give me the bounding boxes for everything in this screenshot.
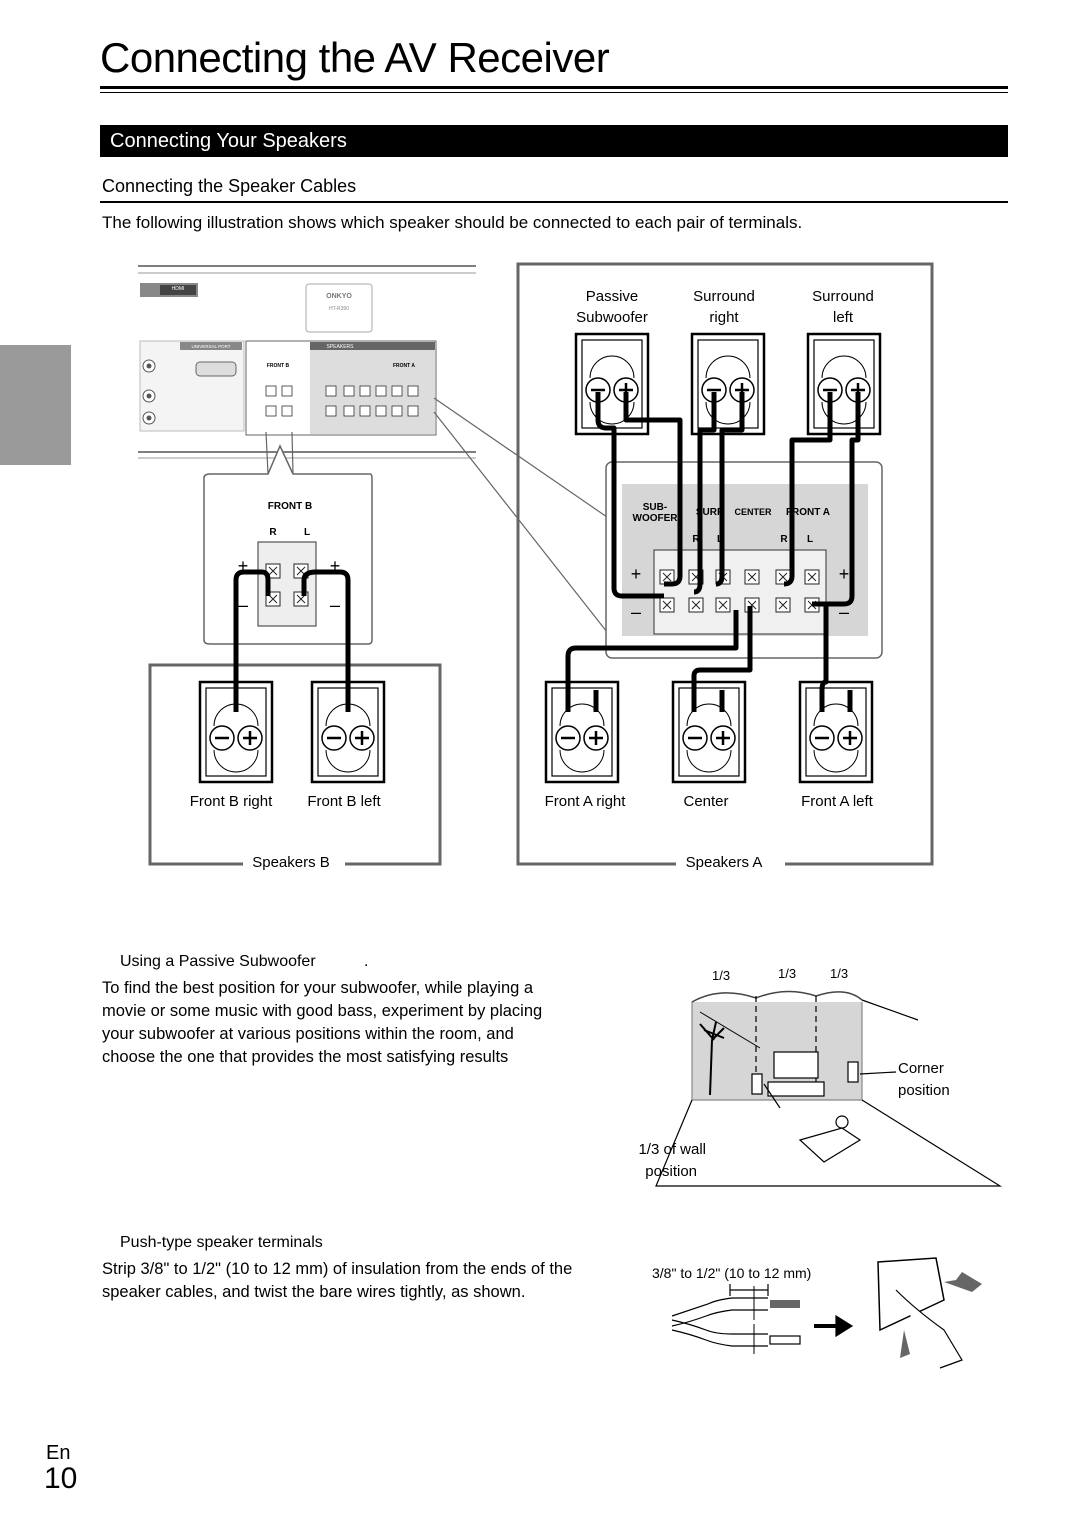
sub-label-2: WOOFER: [633, 513, 679, 524]
receiver-rear-panel: HDMI ONKYO HT-R390 UNIVERSAL PORT SPEAKE…: [138, 265, 608, 633]
center-label: CENTER: [734, 507, 772, 517]
section-bar: [100, 125, 1008, 157]
panel-minus-left: –: [631, 602, 641, 622]
front-b-minus-right: –: [330, 595, 340, 615]
surround-right-label-2: right: [709, 309, 739, 326]
subwoofer-note-line-2: movie or some music with good bass, expe…: [102, 1002, 543, 1020]
panel-plus-left: +: [631, 564, 642, 584]
language-label: En: [46, 1442, 71, 1464]
surround-left-label-2: left: [832, 309, 853, 326]
front-b-left-label: Front B left: [307, 793, 381, 810]
front-b-right-label: Front B right: [189, 793, 273, 810]
front-b-l-label: L: [304, 527, 310, 538]
surround-left-speaker: [806, 332, 882, 436]
front-b-plus-left: +: [238, 556, 249, 576]
section-title: Connecting Your Speakers: [110, 130, 347, 152]
brand-logo: ONKYO: [326, 293, 352, 300]
passive-subwoofer-label-1: Passive: [585, 288, 639, 305]
wall-position-label-1: 1/3 of wall: [638, 1141, 706, 1158]
speakers-label: SPEAKERS: [327, 344, 355, 350]
terminal-note-heading: Push-type speaker terminals: [120, 1234, 323, 1251]
subsection-title: Connecting the Speaker Cables: [102, 176, 357, 196]
surround-right-label-1: Surround: [693, 288, 755, 305]
terminal-note-line-2: speaker cables, and twist the bare wires…: [102, 1283, 526, 1301]
panel-plus-right: +: [839, 564, 850, 584]
passive-subwoofer-label-2: Subwoofer: [576, 309, 648, 326]
third-label-1: 1/3: [712, 968, 731, 983]
surround-left-label-1: Surround: [812, 288, 874, 305]
front-b-plus-right: +: [330, 556, 341, 576]
front-b-minus-left: –: [238, 595, 248, 615]
page-title: Connecting the AV Receiver: [100, 34, 610, 81]
subwoofer-note-line-4: choose the one that provides the most sa…: [102, 1048, 509, 1066]
terminal-note-line-1: Strip 3/8" to 1/2" (10 to 12 mm) of insu…: [102, 1260, 573, 1278]
front-a-left-speaker: [798, 680, 874, 784]
hdmi-label: HDMI: [172, 286, 185, 292]
panel-minus-right: –: [839, 602, 849, 622]
side-tab: [0, 345, 71, 465]
front-b-r-label: R: [269, 527, 277, 538]
model-label: HT-R390: [329, 306, 349, 312]
front-a-mini-label: FRONT A: [393, 363, 415, 369]
speakers-b-group: [148, 569, 442, 866]
strip-length-label: 3/8" to 1/2" (10 to 12 mm): [652, 1265, 812, 1281]
third-label-2: 1/3: [778, 966, 797, 981]
corner-position-label-2: position: [898, 1082, 950, 1099]
corner-position-label-1: Corner: [898, 1060, 944, 1077]
subwoofer-note-line-3: your subwoofer at various positions with…: [102, 1025, 514, 1043]
center-speaker: [671, 680, 747, 784]
room-illustration: [655, 990, 1003, 1187]
speakers-a-group: SUB- WOOFER SURR CENTER FRONT A R L R L …: [516, 262, 934, 866]
front-a-right-speaker: [544, 680, 620, 784]
center-label-text: Center: [683, 793, 729, 810]
sub-label-1: SUB-: [643, 502, 667, 513]
surround-right-speaker: [690, 332, 766, 436]
speakers-a-label: Speakers A: [676, 854, 772, 871]
front-b-detail-label: FRONT B: [268, 501, 312, 512]
wall-position-label-2: position: [645, 1163, 697, 1180]
page-number: 10: [44, 1462, 78, 1495]
speakers-b-label: Speakers B: [243, 854, 339, 871]
front-a-right-label: Front A right: [544, 793, 626, 810]
subwoofer-note-dot: .: [364, 953, 369, 970]
subwoofer-note-line-1: To find the best position for your subwo…: [102, 979, 534, 997]
front-a-left-label: Front A left: [801, 793, 873, 810]
title-rule-thin: [100, 92, 1008, 93]
subsection-rule: [100, 201, 1008, 203]
surr-label: SURR: [696, 507, 725, 518]
third-label-3: 1/3: [830, 966, 849, 981]
front-b-mini-label: FRONT B: [267, 363, 290, 369]
title-rule: [100, 86, 1008, 89]
front-a-label: FRONT A: [786, 507, 830, 518]
wire-strip-illustration: [671, 1257, 982, 1369]
universal-port-label: UNIVERSAL PORT: [191, 344, 230, 349]
front-a-l-label: L: [807, 534, 813, 545]
surr-r-label: R: [692, 534, 700, 545]
intro-text: The following illustration shows which s…: [102, 213, 803, 232]
front-a-r-label: R: [780, 534, 788, 545]
subwoofer-note-heading: Using a Passive Subwoofer: [120, 953, 316, 970]
